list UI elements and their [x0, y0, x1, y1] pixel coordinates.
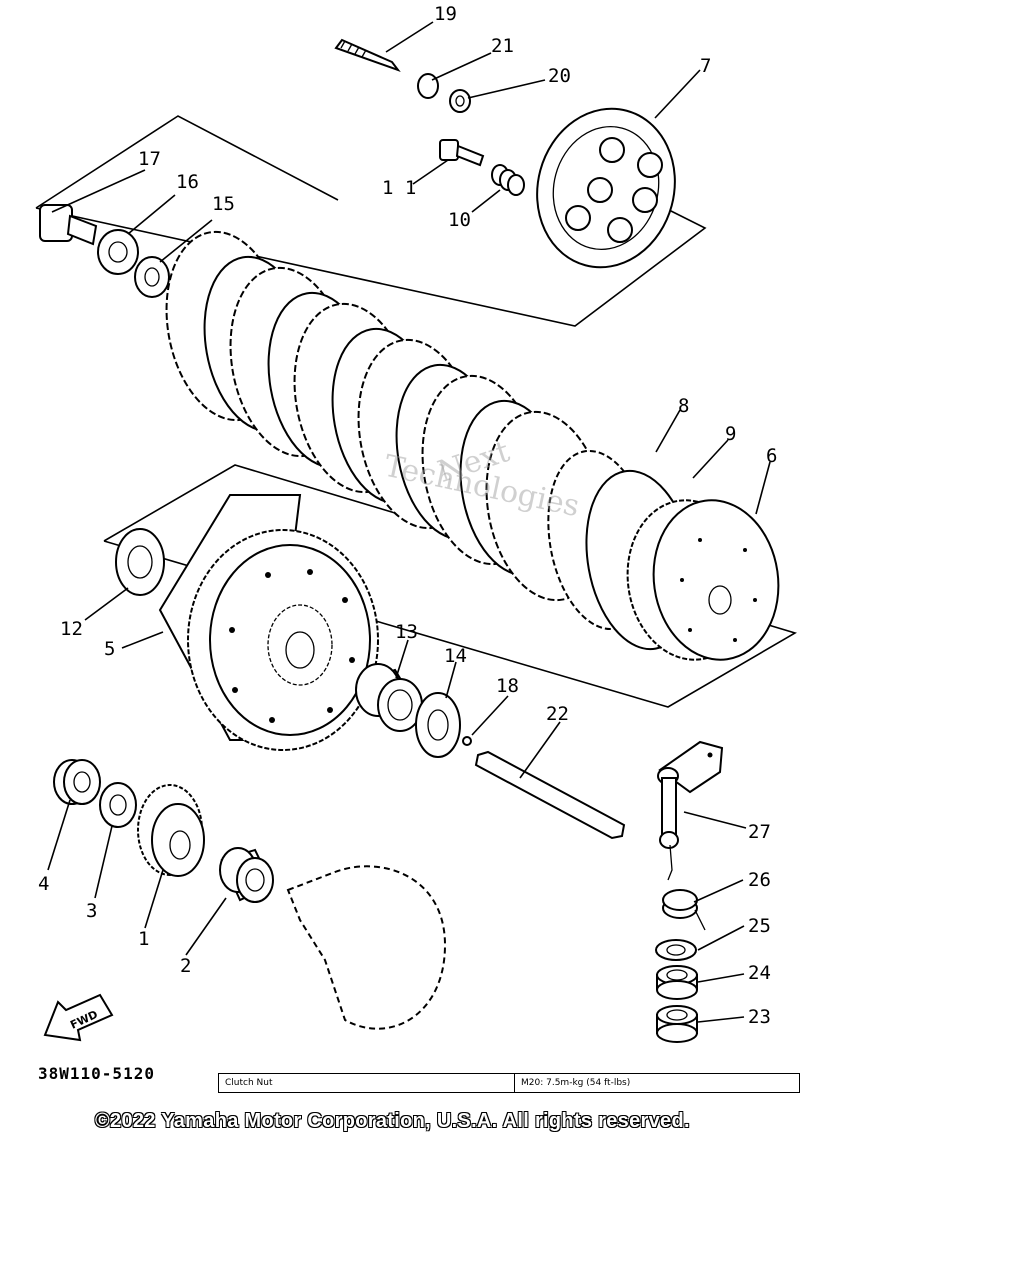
part-2-bearing: [219, 847, 274, 903]
callout-22: 22: [546, 703, 569, 725]
callout-27: 27: [748, 821, 771, 843]
callout-14: 14: [444, 645, 467, 667]
part-27-push-lever: [657, 740, 724, 881]
callout-19: 19: [434, 3, 457, 25]
part-16-nut: [97, 229, 139, 275]
callout-3: 3: [86, 900, 97, 922]
callout-4: 4: [38, 873, 49, 895]
assembly-frame-upper: [35, 115, 707, 327]
callout-labels: 1 2 3 4 5 6 7 8 9 10 1 1 12 13 14 15 16 …: [38, 3, 777, 1028]
part-18-ball: [462, 736, 472, 746]
part-13-collar: [355, 663, 423, 732]
callout-24: 24: [748, 962, 771, 984]
part-4-oil-seal: [53, 759, 101, 805]
callout-17: 17: [138, 148, 161, 170]
callout-23: 23: [748, 1006, 771, 1028]
part-7-pressure-plate: [536, 107, 676, 269]
callout-20: 20: [548, 65, 571, 87]
callout-5: 5: [104, 638, 115, 660]
callout-13: 13: [395, 621, 418, 643]
part-19-bolt: [334, 38, 401, 73]
part-12-thrust-washer: [115, 528, 165, 596]
callout-10: 10: [448, 209, 471, 231]
callout-7: 7: [700, 55, 711, 77]
callout-16: 16: [176, 171, 199, 193]
part-15-lock-washer: [134, 256, 170, 298]
copyright-notice: ©2022 Yamaha Motor Corporation, U.S.A. A…: [95, 1110, 690, 1132]
callout-9: 9: [725, 423, 736, 445]
part-10-spring: [491, 164, 525, 196]
part-5-clutch-housing: [158, 494, 379, 751]
assembly-frame-lower: [103, 464, 797, 708]
callout-26: 26: [748, 869, 771, 891]
part-26-spring: [662, 889, 706, 931]
torque-spec-cell: M20: 7.5m-kg (54 ft-lbs): [521, 1078, 631, 1088]
part-1-drive-gear: [137, 784, 205, 877]
crankshaft-reference: [286, 865, 447, 1030]
part-24-oil-seal: [656, 965, 698, 1000]
part-23-bearing: [656, 1005, 698, 1043]
torque-spec-table: Clutch Nut M20: 7.5m-kg (54 ft-lbs): [218, 1073, 800, 1093]
clutch-plate-stack: [165, 230, 607, 602]
part-20-washer: [449, 89, 471, 113]
fwd-arrow-icon: FWD: [43, 993, 114, 1042]
torque-part-cell: Clutch Nut: [219, 1074, 515, 1092]
callout-8: 8: [678, 395, 689, 417]
callout-21: 21: [491, 35, 514, 57]
callout-6: 6: [766, 445, 777, 467]
callout-12: 12: [60, 618, 83, 640]
part-22-push-rod: [474, 750, 626, 840]
callout-25: 25: [748, 915, 771, 937]
part-14-washer: [415, 692, 461, 758]
part-17-pushrod: [39, 204, 98, 246]
part-3-washer: [99, 782, 137, 828]
callout-15: 15: [212, 193, 235, 215]
leader-lines: [47, 21, 771, 1023]
callout-2: 2: [180, 955, 191, 977]
callout-11: 1 1: [382, 177, 416, 199]
part-25-washer: [655, 939, 697, 961]
callout-18: 18: [496, 675, 519, 697]
callout-1: 1: [138, 928, 149, 950]
diagram-code: 38W110-5120: [38, 1064, 155, 1083]
part-6-clutch-boss: [626, 499, 780, 661]
part-21-nut: [417, 73, 439, 99]
part-11-bolt: [439, 139, 485, 167]
